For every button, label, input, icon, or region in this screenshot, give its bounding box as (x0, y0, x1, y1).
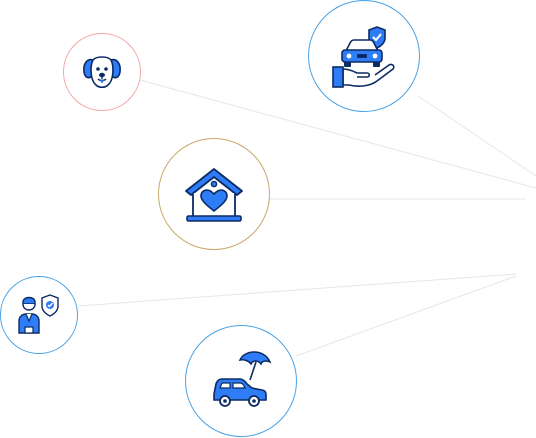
car-in-hand-shield-icon (332, 26, 395, 88)
connector-pet (139, 79, 536, 189)
node-car-umbrella (185, 325, 297, 437)
node-home (158, 138, 270, 250)
connector-car-protection (417, 95, 536, 177)
node-car-protection (308, 0, 420, 112)
car-umbrella-icon (213, 351, 272, 407)
house-heart-icon (185, 168, 243, 222)
node-pet (63, 33, 141, 111)
node-person-protection (0, 276, 78, 354)
connector-person (77, 273, 517, 307)
connector-car-umbrella (295, 275, 517, 357)
dog-icon (83, 56, 121, 89)
person-shield-icon (18, 294, 59, 334)
